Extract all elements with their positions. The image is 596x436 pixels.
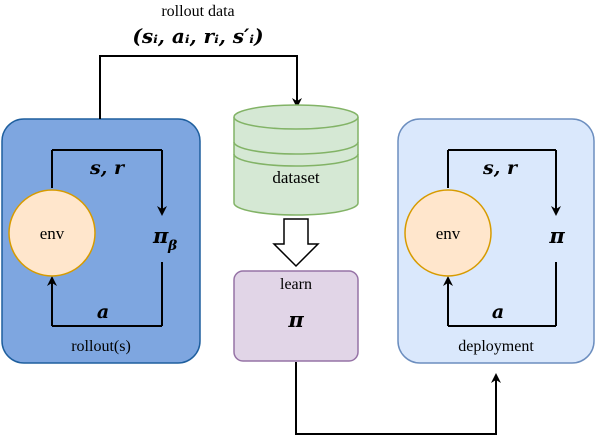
rollout-box-label: rollout(s) (71, 338, 131, 355)
learn-box-bg (233, 270, 359, 362)
rollout-policy-label: π (152, 223, 169, 248)
learn-policy-label: π (287, 307, 304, 332)
rollout-env-circle (8, 189, 96, 277)
rollout-data-arrow (99, 55, 302, 119)
rollout-action-label: a (97, 301, 109, 323)
deployment-policy-label: π (548, 223, 565, 248)
rollout-policy-subscript: β (167, 238, 178, 254)
rollout-data-formula: (sᵢ, aᵢ, rᵢ, s′ᵢ) (132, 24, 263, 48)
deployment-box-label: deployment (458, 338, 534, 355)
deployment-action-label: a (492, 301, 504, 323)
rollout-state-reward-label: s, r (89, 157, 126, 179)
dataset-cylinder (233, 104, 359, 216)
learn-to-deployment-arrow (295, 362, 501, 435)
dataset-to-learn-arrow (272, 218, 320, 268)
deployment-env-circle (404, 189, 492, 277)
learn-label: learn (280, 276, 312, 293)
rollout-data-title: rollout data (161, 3, 234, 20)
deployment-env-label: env (436, 224, 461, 243)
learn-box (233, 270, 359, 362)
dataset-label: dataset (272, 168, 319, 187)
deployment-state-reward-label: s, r (482, 157, 519, 179)
rollout-env-label: env (40, 224, 65, 243)
